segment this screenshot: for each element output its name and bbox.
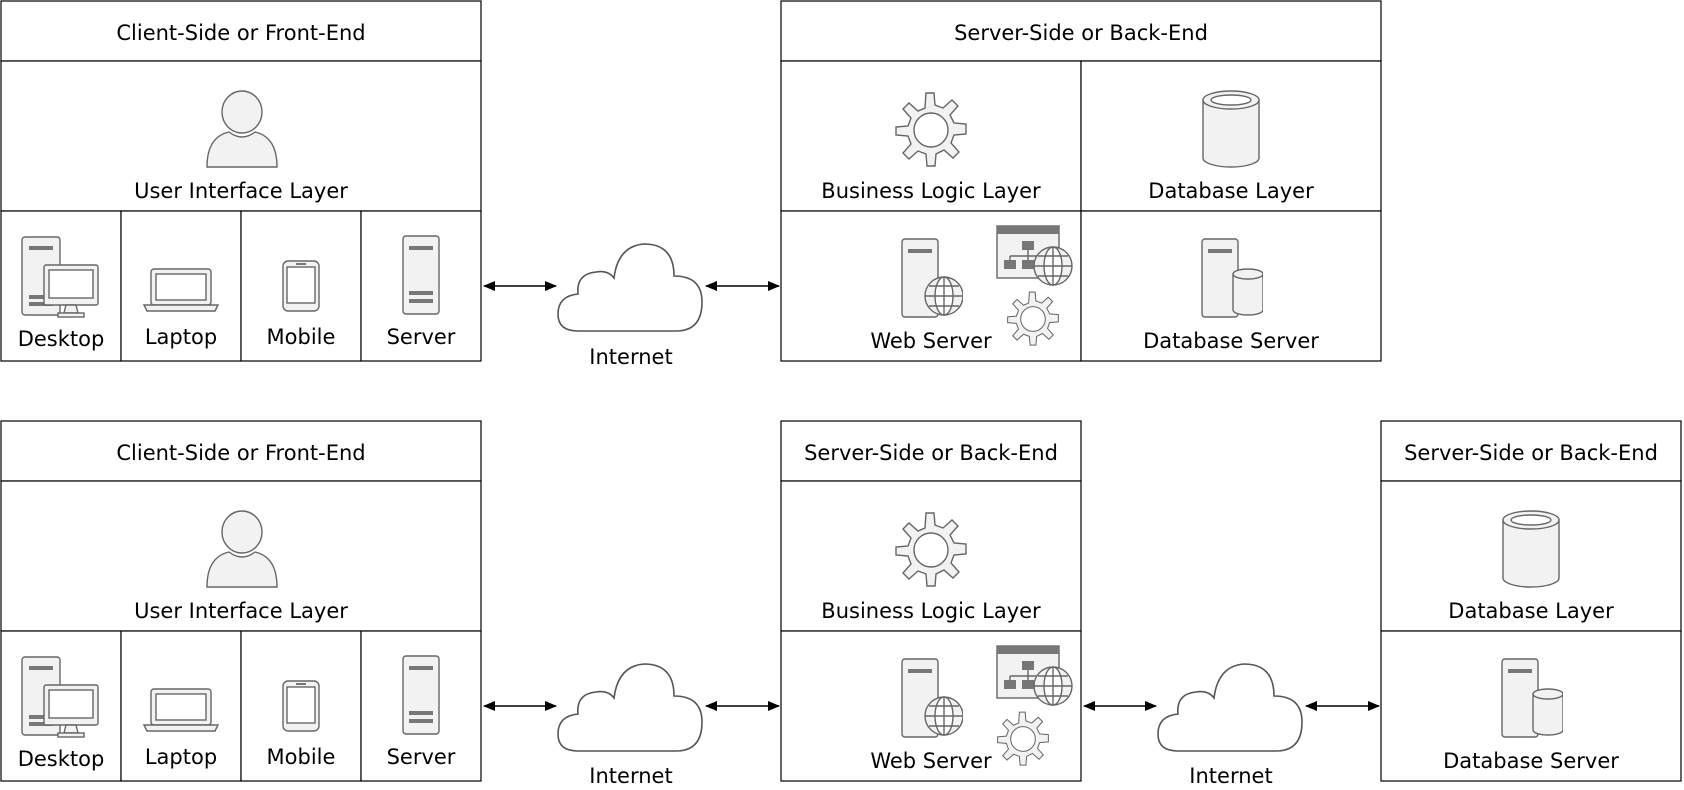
database-icon — [1502, 510, 1560, 588]
client-title: Client-Side or Front-End — [116, 441, 365, 465]
ui-layer-box — [0, 480, 482, 632]
diagram-2: Client-Side or Front-End User Interface … — [0, 420, 1682, 788]
database-title-box — [1380, 420, 1682, 482]
ui-layer-label: User Interface Layer — [134, 599, 348, 623]
client-title: Client-Side or Front-End — [116, 21, 365, 45]
internet-cloud-icon — [557, 243, 703, 332]
server-title: Server-Side or Back-End — [954, 21, 1208, 45]
mobile-icon — [282, 680, 320, 732]
server-title-box — [780, 0, 1382, 62]
server-side-panel: Server-Side or Back-End Business Logic L… — [780, 420, 1082, 782]
database-side-title: Server-Side or Back-End — [1404, 441, 1658, 465]
web-server-label: Web Server — [870, 749, 992, 773]
ui-layer-label: User Interface Layer — [134, 179, 348, 203]
device-server-label: Server — [387, 745, 456, 769]
client-title-box — [0, 0, 482, 62]
business-layer-label: Business Logic Layer — [821, 179, 1041, 203]
server-title: Server-Side or Back-End — [804, 441, 1058, 465]
database-server-label: Database Server — [1143, 329, 1319, 353]
device-desktop-label: Desktop — [18, 327, 105, 351]
web-server-label: Web Server — [870, 329, 992, 353]
internet-label: Internet — [589, 764, 672, 788]
database-layer-label: Database Layer — [1448, 599, 1614, 623]
internet-label: Internet — [589, 345, 672, 369]
client-title-box — [0, 420, 482, 482]
device-laptop-label: Laptop — [145, 325, 217, 349]
database-icon — [1202, 90, 1260, 168]
device-laptop-label: Laptop — [145, 745, 217, 769]
diagram-1: Client-Side or Front-End User Interface … — [0, 0, 1382, 369]
client-side-panel: Client-Side or Front-End User Interface … — [0, 0, 482, 362]
business-layer-label: Business Logic Layer — [821, 599, 1041, 623]
laptop-icon — [143, 268, 219, 312]
server-icon — [402, 235, 440, 315]
internet-cloud-icon — [1157, 663, 1303, 752]
server-title-box — [780, 420, 1082, 482]
device-mobile-label: Mobile — [267, 745, 336, 769]
server-side-panel: Server-Side or Back-End Business Logic L… — [780, 0, 1382, 362]
device-mobile-label: Mobile — [267, 325, 336, 349]
database-server-label: Database Server — [1443, 749, 1619, 773]
client-side-panel: Client-Side or Front-End User Interface … — [0, 420, 482, 782]
device-server-label: Server — [387, 325, 456, 349]
device-desktop-label: Desktop — [18, 747, 105, 771]
laptop-icon — [143, 688, 219, 732]
database-layer-label: Database Layer — [1148, 179, 1314, 203]
internet-cloud-icon — [557, 663, 703, 752]
ui-layer-box — [0, 60, 482, 212]
database-side-panel: Server-Side or Back-End Database Layer D… — [1380, 420, 1682, 782]
server-icon — [402, 655, 440, 735]
mobile-icon — [282, 260, 320, 312]
internet-label: Internet — [1189, 764, 1272, 788]
